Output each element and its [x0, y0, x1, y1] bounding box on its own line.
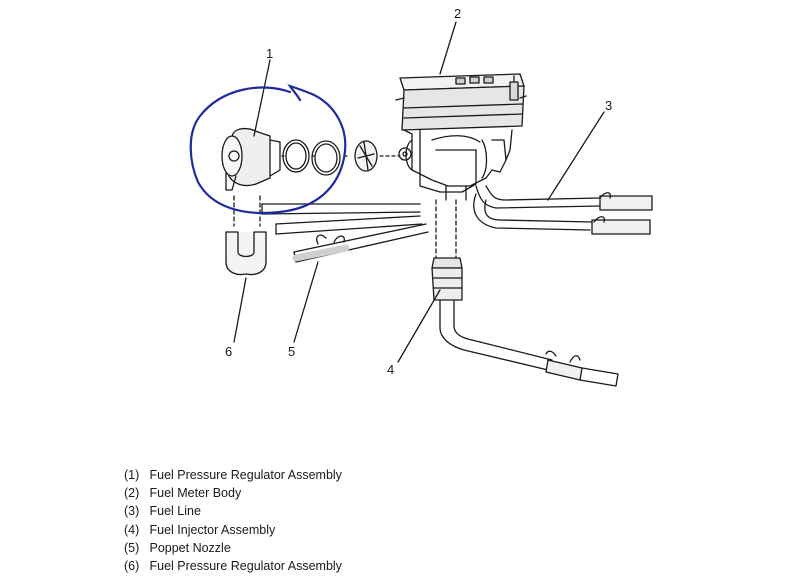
fuel-meter-body: [395, 73, 527, 201]
legend-item: (3) Fuel Line: [124, 502, 342, 520]
callout-5: 5: [288, 344, 295, 359]
callout-leader-6: [233, 277, 247, 343]
legend-label: Poppet Nozzle: [149, 540, 231, 555]
callout-3: 3: [605, 98, 612, 113]
legend-item: (6) Fuel Pressure Regulator Assembly: [124, 557, 342, 575]
fuel-line-right: [473, 185, 653, 235]
legend-number: (5): [124, 540, 140, 555]
legend-item: (1) Fuel Pressure Regulator Assembly: [124, 466, 342, 484]
legend-number: (1): [124, 468, 140, 482]
callout-leader-1: [253, 59, 271, 137]
callout-4: 4: [387, 362, 394, 377]
fuel-meter-diagram: 1 2 3 4 5 6: [189, 6, 653, 387]
legend-item: (4) Fuel Injector Assembly: [124, 521, 342, 539]
regulator-clamp: [225, 195, 267, 276]
legend-item: (5) Poppet Nozzle: [124, 539, 342, 557]
fuel-line-left: [261, 203, 429, 263]
callout-leader-4: [397, 289, 441, 363]
callout-leader-2: [439, 21, 457, 75]
legend-label: Fuel Meter Body: [149, 486, 242, 501]
legend-item: (2) Fuel Meter Body: [124, 484, 342, 502]
callout-2: 2: [454, 6, 461, 21]
fuel-injector: [431, 199, 619, 387]
callout-1: 1: [266, 46, 273, 61]
annotation-circle: [189, 83, 347, 215]
callout-leader-5: [293, 261, 319, 343]
legend-number: (3): [124, 504, 140, 519]
legend-number: (6): [124, 559, 140, 574]
legend-label: Fuel Pressure Regulator Assembly: [149, 559, 342, 574]
legend-label: Fuel Injector Assembly: [149, 522, 276, 537]
callout-6: 6: [225, 344, 232, 359]
callout-leader-3: [547, 111, 605, 201]
legend-label: Fuel Pressure Regulator Assembly: [149, 468, 342, 482]
pressure-regulator: [221, 127, 401, 191]
legend-number: (4): [124, 522, 140, 537]
legend-number: (2): [124, 486, 140, 501]
legend-label: Fuel Line: [149, 504, 201, 519]
parts-legend: (1) Fuel Pressure Regulator Assembly (2)…: [124, 466, 342, 575]
